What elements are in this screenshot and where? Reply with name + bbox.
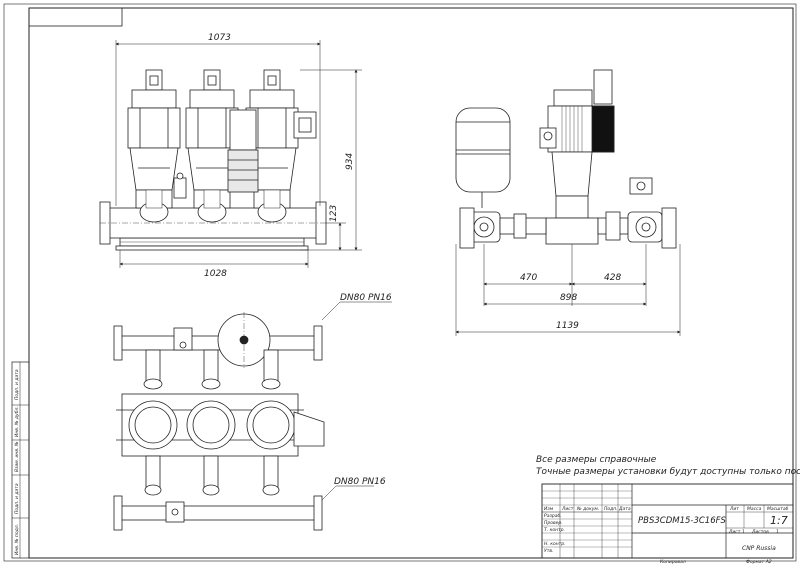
tb-col-lit: Лит — [729, 506, 739, 512]
dim-898: 898 — [560, 293, 577, 303]
tb-role-3: Т. контр. — [544, 527, 565, 533]
tb-rev-doc: № докум. — [576, 506, 599, 512]
tb-role-2: Провер. — [544, 520, 563, 526]
title-block — [541, 483, 794, 559]
tb-sheet-num: 1 — [742, 529, 745, 535]
side-label-2: Инв. № дубл. — [14, 406, 20, 437]
side-strip: Подп. и дата Инв. № дубл. Взам. инв. № П… — [11, 361, 30, 559]
pipe-callouts — [321, 301, 392, 501]
dim-1073: 1073 — [208, 33, 231, 43]
dim-1139: 1139 — [556, 321, 579, 331]
tb-rev-izm: Изм — [544, 506, 554, 512]
dim-934: 934 — [345, 153, 355, 170]
tb-sheets-label: Листов — [751, 529, 769, 535]
dim-470: 470 — [520, 273, 537, 283]
tb-role-4: Н. контр. — [544, 541, 566, 547]
side-label-4: Подп. и дата — [14, 483, 20, 514]
side-label-1: Подп. и дата — [14, 369, 20, 400]
tb-sheets-num: 1 — [776, 529, 779, 535]
sheet-frame — [3, 3, 797, 562]
front-pump-1 — [127, 69, 181, 223]
front-dimensions — [115, 40, 362, 268]
plan-view — [113, 312, 325, 531]
tb-col-mass: Масса — [747, 506, 762, 512]
front-pump-2 — [185, 69, 239, 223]
side-label-5: Инв. № подл. — [14, 524, 20, 555]
tb-col-scale: Масштаб — [767, 506, 789, 512]
dim-1028: 1028 — [204, 269, 227, 279]
tb-rev-date: Дата — [618, 506, 631, 512]
tb-scale-value: 1:7 — [770, 514, 788, 527]
dim-428: 428 — [604, 273, 621, 283]
side-label-3: Взам. инв. № — [14, 441, 20, 472]
note-line-1: Все размеры справочные — [536, 455, 657, 465]
tb-company: CNP Russia — [742, 545, 776, 552]
callout-bottom-pipe: DN80 PN16 — [334, 477, 386, 487]
side-dimensions — [455, 244, 681, 336]
tb-rev-sign: Подп. — [604, 506, 618, 512]
side-view — [455, 69, 677, 249]
front-control-box — [173, 109, 317, 199]
callout-top-pipe: DN80 PN16 — [340, 293, 392, 303]
tb-designation: PBS3CDM15-3C16FS — [638, 516, 727, 526]
tb-role-1: Разраб. — [544, 513, 562, 519]
tb-copied: Копировал — [660, 559, 686, 565]
dim-123: 123 — [329, 205, 339, 222]
note-line-2: Точные размеры установки будут доступны … — [536, 467, 800, 477]
tb-role-5: Утв. — [544, 548, 553, 554]
front-pump-3 — [245, 69, 299, 223]
tb-rev-list: Лист — [561, 506, 574, 512]
tb-sheet-label: Лист — [728, 529, 741, 535]
tb-format: Формат А2 — [746, 559, 772, 565]
